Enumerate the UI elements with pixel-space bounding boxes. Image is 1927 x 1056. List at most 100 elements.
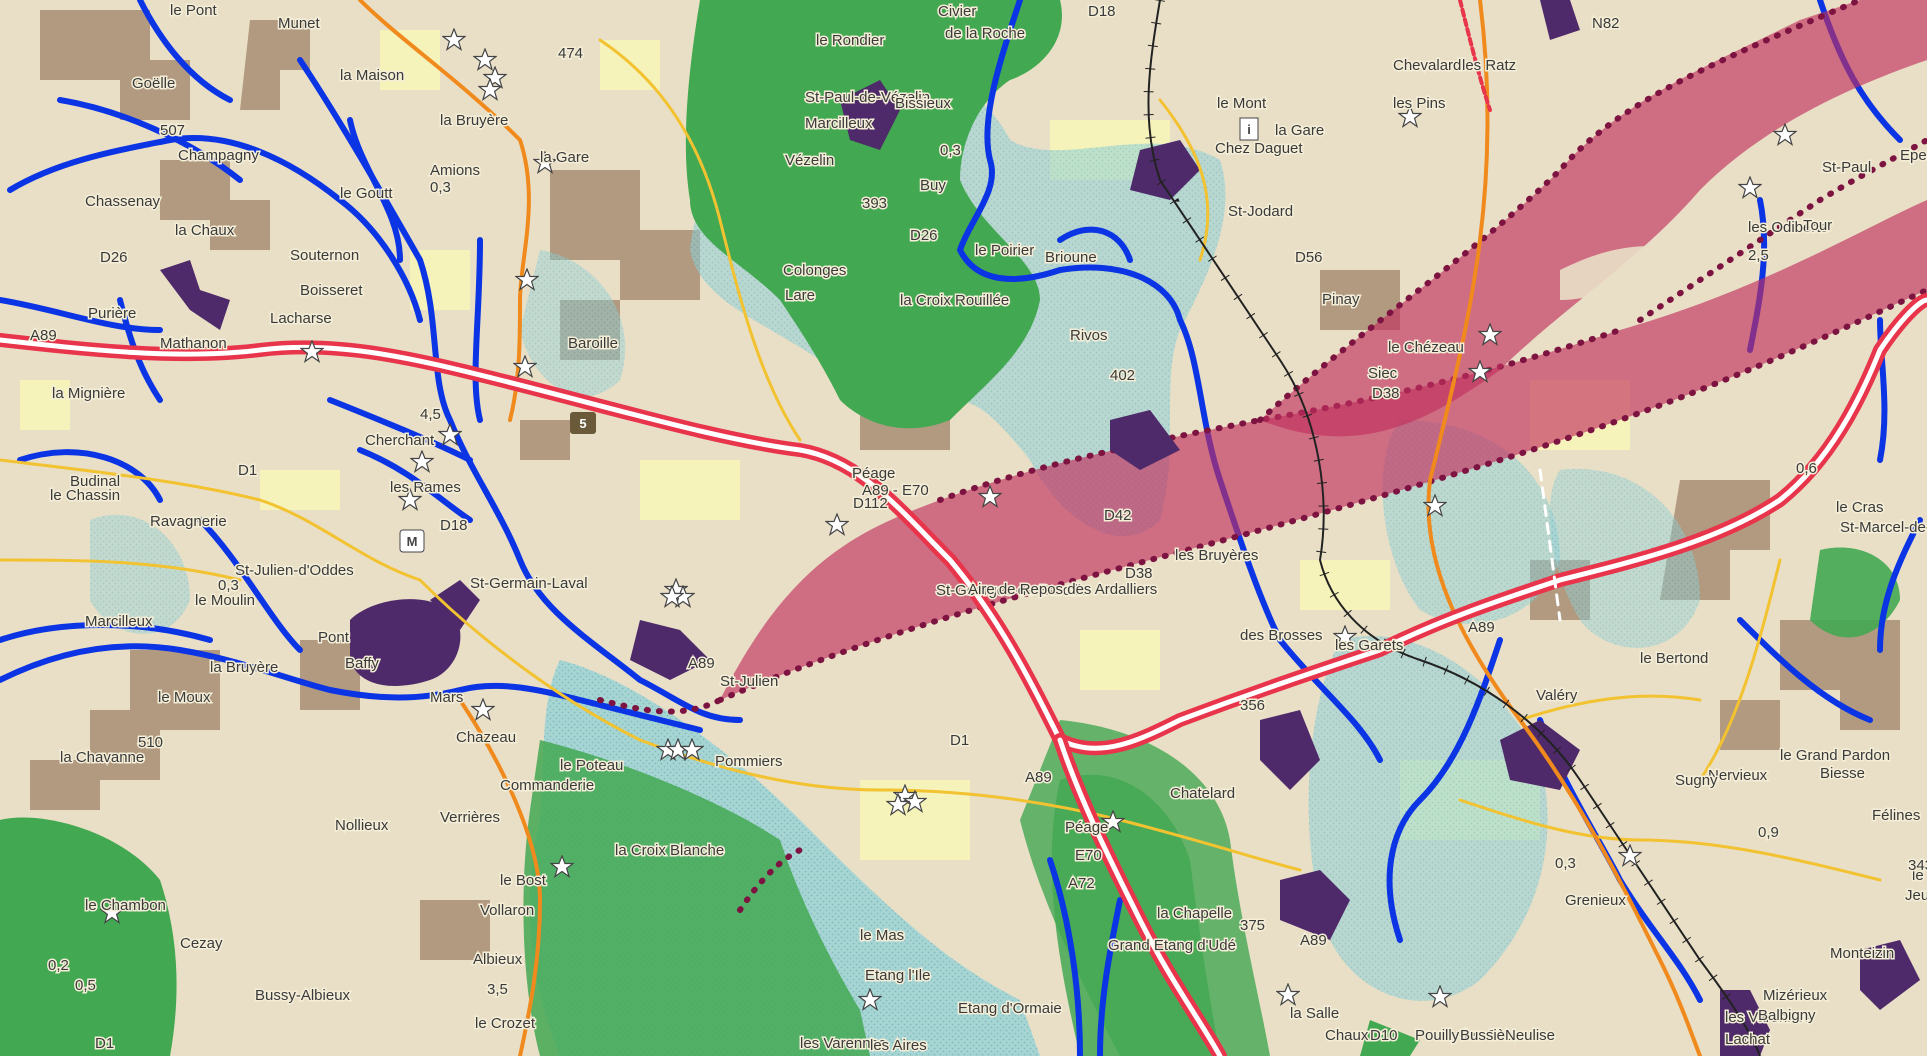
place-label: 356 bbox=[1240, 697, 1265, 714]
place-label: D18 bbox=[440, 517, 468, 534]
place-label: 0,3 bbox=[940, 142, 961, 159]
place-label: A89 - E70 bbox=[862, 482, 929, 499]
place-label: Lacharse bbox=[270, 310, 332, 327]
place-label: Chez Daguet bbox=[1215, 140, 1303, 157]
place-label: Biesse bbox=[1820, 765, 1865, 782]
place-label: des Brosses bbox=[1240, 627, 1323, 644]
place-label: St-Julien bbox=[720, 673, 778, 690]
place-label: Brioune bbox=[1045, 249, 1097, 266]
place-label: les Garets bbox=[1335, 637, 1403, 654]
place-label: 0,2 bbox=[48, 957, 69, 974]
place-label: la Maison bbox=[340, 67, 404, 84]
place-label: Jeux bbox=[1905, 887, 1927, 904]
place-label: le Bertond bbox=[1640, 650, 1708, 667]
place-label: la Chaux bbox=[175, 222, 235, 239]
place-label: 507 bbox=[160, 122, 185, 139]
place-label: le Grand Pardon bbox=[1780, 747, 1890, 764]
place-label: les Aires bbox=[870, 1037, 927, 1054]
place-label: Vézelin bbox=[785, 152, 834, 169]
place-label: Chevalard bbox=[1393, 57, 1461, 74]
place-label: les Varennes bbox=[800, 1035, 886, 1052]
place-label: les Odiberts bbox=[1748, 219, 1828, 236]
place-label: la Bruyère bbox=[440, 112, 508, 129]
place-label: Valéry bbox=[1536, 687, 1578, 704]
place-label: A89 bbox=[1025, 769, 1052, 786]
place-label: Souternon bbox=[290, 247, 359, 264]
place-label: Chazeau bbox=[456, 729, 516, 746]
place-label: les Ratz bbox=[1462, 57, 1516, 74]
place-label: D1 bbox=[950, 732, 969, 749]
place-label: A89 bbox=[688, 655, 715, 672]
place-label: Péage bbox=[1065, 819, 1108, 836]
place-label: Cherchant bbox=[365, 432, 435, 449]
place-label: Bissieux bbox=[895, 95, 951, 112]
place-label: 0,5 bbox=[75, 977, 96, 994]
place-label: D26 bbox=[100, 249, 128, 266]
place-label: Vollaron bbox=[480, 902, 534, 919]
place-label: les Varennes bbox=[1725, 1009, 1811, 1026]
place-label: A89 bbox=[30, 327, 57, 344]
place-label: Epercieux bbox=[1900, 147, 1927, 164]
place-label: le Chambon bbox=[85, 897, 166, 914]
place-label: le Poirier bbox=[975, 242, 1034, 259]
place-label: Goëlle bbox=[132, 75, 175, 92]
place-label: E70 bbox=[1075, 847, 1102, 864]
place-label: Sugny bbox=[1675, 772, 1718, 789]
place-label: A89 bbox=[1300, 932, 1327, 949]
place-label: Rivos bbox=[1070, 327, 1108, 344]
place-label: la Bruyère bbox=[210, 659, 278, 676]
place-label: le Moulin bbox=[195, 592, 255, 609]
place-label: Chatelard bbox=[1170, 785, 1235, 802]
place-label: 474 bbox=[558, 45, 583, 62]
place-label: le Goutt bbox=[340, 185, 393, 202]
place-label: la Croix Rouillée bbox=[900, 292, 1009, 309]
svg-text:M: M bbox=[407, 534, 418, 549]
place-label: 4,5 bbox=[420, 406, 441, 423]
place-label: Bussy-Albieux bbox=[255, 987, 351, 1004]
place-label: Albieux bbox=[473, 951, 523, 968]
place-label: 510 bbox=[138, 734, 163, 751]
place-label: 343 bbox=[1908, 857, 1927, 874]
place-label: les Pins bbox=[1393, 95, 1446, 112]
place-label: le Rondier bbox=[816, 32, 884, 49]
place-label: St-Paul-de-Vézelin bbox=[805, 89, 930, 106]
place-label: Lachat bbox=[1725, 1031, 1771, 1048]
place-label: D10 bbox=[1370, 1027, 1398, 1044]
place-label: St-Paul bbox=[1822, 159, 1871, 176]
place-label: le Mas bbox=[860, 927, 904, 944]
place-label: le Moux bbox=[158, 689, 211, 706]
place-label: la Salle bbox=[1290, 1005, 1339, 1022]
place-label: Pouilly-les-Feurs bbox=[1415, 1027, 1527, 1044]
project-corridor bbox=[597, 0, 1927, 913]
place-label: D1 bbox=[238, 462, 257, 479]
town-layer bbox=[160, 0, 1920, 1056]
place-label: N82 bbox=[1592, 15, 1620, 32]
place-label: D56 bbox=[1295, 249, 1323, 266]
relief-layer bbox=[30, 10, 1900, 960]
place-label: Chaux bbox=[1325, 1027, 1369, 1044]
place-label: la Chavanne bbox=[60, 749, 144, 766]
place-label: 393 bbox=[862, 195, 887, 212]
place-label: Pinay bbox=[1322, 291, 1360, 308]
place-label: Pont bbox=[318, 629, 350, 646]
place-label: St-Jodard bbox=[1228, 203, 1293, 220]
place-label: le Chassin bbox=[50, 487, 120, 504]
place-label: Mizérieux bbox=[1763, 987, 1828, 1004]
place-label: Purière bbox=[88, 305, 136, 322]
road-layer bbox=[0, 0, 1882, 1056]
place-label: 0,9 bbox=[1758, 824, 1779, 841]
place-label: D38 bbox=[1372, 385, 1400, 402]
svg-text:5: 5 bbox=[579, 416, 586, 431]
place-label: Etang l'Ile bbox=[865, 967, 930, 984]
place-label: D26 bbox=[910, 227, 938, 244]
place-label: Civier bbox=[938, 3, 976, 20]
place-label: Verrières bbox=[440, 809, 500, 826]
place-label: Budinal bbox=[70, 473, 120, 490]
place-label: Amions bbox=[430, 162, 480, 179]
place-label: 0,3 bbox=[218, 577, 239, 594]
motorway-a89 bbox=[0, 293, 1927, 1056]
place-label: le Pont bbox=[170, 2, 218, 19]
place-label: Baffy bbox=[345, 655, 379, 672]
place-label: Lare bbox=[785, 287, 815, 304]
